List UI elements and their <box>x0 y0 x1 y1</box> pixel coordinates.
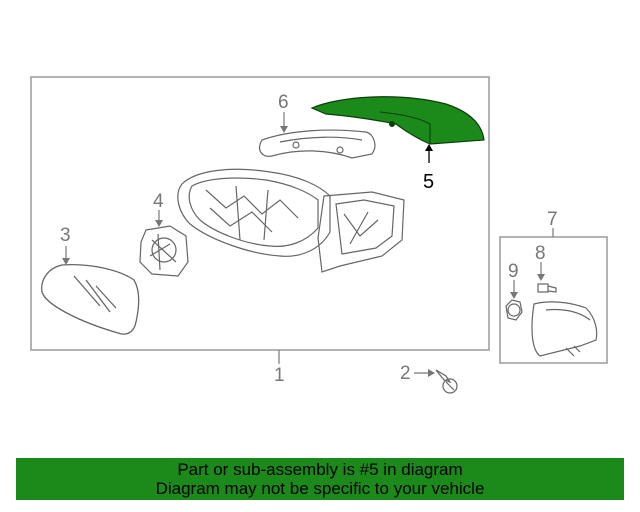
cover-component-part-7 <box>531 301 598 357</box>
callout-2: 2 <box>400 363 411 384</box>
mirror-glass-part-3 <box>41 264 140 335</box>
banner-line-1: Part or sub-assembly is #5 in diagram <box>177 460 463 479</box>
callout-9: 9 <box>508 261 519 282</box>
mirror-motor-part-4 <box>139 225 189 277</box>
info-banner: Part or sub-assembly is #5 in diagram Di… <box>16 458 624 500</box>
clip-part-9 <box>505 299 523 321</box>
screw-part-8 <box>537 283 557 293</box>
callout-1: 1 <box>274 365 285 386</box>
turn-signal-lamp-part-6 <box>259 129 376 159</box>
callout-6: 6 <box>278 92 289 113</box>
banner-line-2: Diagram may not be specific to your vehi… <box>155 479 485 498</box>
sub-assembly-frame <box>499 236 608 364</box>
bolt-part-2 <box>435 369 458 394</box>
callout-7: 7 <box>547 209 558 230</box>
callout-8: 8 <box>535 243 546 264</box>
callout-3: 3 <box>60 225 71 246</box>
mirror-cover-part-5 <box>310 96 485 145</box>
callout-5[interactable]: 5 <box>423 171 435 193</box>
callout-4: 4 <box>153 191 164 212</box>
assembly-frame <box>30 76 490 351</box>
mirror-housing-part-1 <box>177 168 405 273</box>
